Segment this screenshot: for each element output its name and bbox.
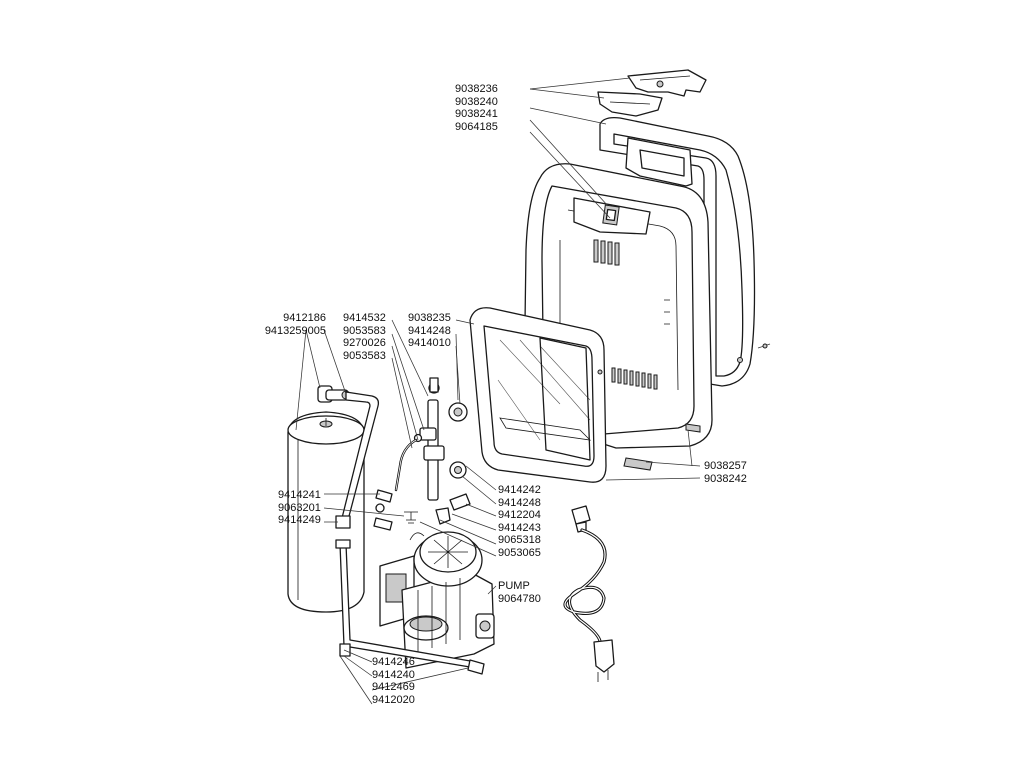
label-group-right: 9038257 9038242 <box>704 460 747 485</box>
part-number-9065318: 9065318 <box>498 534 541 547</box>
part-number-9414532: 9414532 <box>343 312 386 324</box>
part-number-9053065: 9053065 <box>498 546 541 559</box>
rear-housing-shell <box>599 116 771 387</box>
label-group-bottom: 9414246 9414240 9412469 9412020 <box>372 656 415 706</box>
part-number-9414241: 9414241 <box>278 489 321 501</box>
handle-clip-lower <box>597 91 663 117</box>
pump-motor <box>379 531 495 669</box>
part-number-9270026: 9270026 <box>343 337 386 350</box>
part-number-9414248-a: 9414248 <box>408 324 451 337</box>
label-group-tank: 9412186 9413259005 <box>262 312 326 337</box>
part-number-9038240: 9038240 <box>455 95 498 108</box>
label-group-frame: 9038235 9414248 9414010 <box>408 312 451 350</box>
part-number-9414249: 9414249 <box>278 514 321 527</box>
power-cord <box>563 505 615 682</box>
front-frame-window <box>469 307 607 483</box>
part-number-9053583-a: 9053583 <box>343 324 386 337</box>
part-number-9064185: 9064185 <box>455 120 498 133</box>
part-number-9063201: 9063201 <box>278 501 321 514</box>
label-group-pump: PUMP 9064780 <box>498 580 541 605</box>
small-fittings <box>335 489 418 531</box>
part-number-9414248-b: 9414248 <box>498 496 541 509</box>
part-number-9414240: 9414240 <box>372 668 415 681</box>
part-number-9412469: 9412469 <box>372 681 415 694</box>
part-number-9038242: 9038242 <box>704 472 747 485</box>
part-number-9038236: 9038236 <box>455 83 498 95</box>
label-group-fittings: 9414242 9414248 9412204 9414243 9065318 … <box>498 484 541 560</box>
part-number-9414243: 9414243 <box>498 521 541 534</box>
part-number-9414010: 9414010 <box>408 337 451 350</box>
label-group-top: 9038236 9038240 9038241 9064185 <box>455 83 498 133</box>
part-number-9414242: 9414242 <box>498 484 541 496</box>
label-group-left: 9414241 9063201 9414249 <box>278 489 321 527</box>
part-number-9053583-b: 9053583 <box>343 349 386 362</box>
part-number-9412020: 9412020 <box>372 693 415 706</box>
label-group-valve: 9414532 9053583 9270026 9053583 <box>343 312 386 362</box>
part-number-9412186: 9412186 <box>283 312 326 324</box>
leader-lines <box>295 77 701 705</box>
part-number-9038241: 9038241 <box>455 108 498 121</box>
lower-vents <box>611 367 658 390</box>
lower-pipe <box>335 539 485 675</box>
part-number-9038235: 9038235 <box>408 312 451 324</box>
part-number-9038257: 9038257 <box>704 460 747 472</box>
part-number-9412204: 9412204 <box>498 509 541 522</box>
tank-fitting <box>317 385 351 403</box>
part-number-9064780: 9064780 <box>498 592 541 605</box>
upper-vents <box>593 239 620 266</box>
handle-clip-upper <box>627 69 707 97</box>
pump-label: PUMP <box>498 580 530 592</box>
part-number-9414246: 9414246 <box>372 656 415 668</box>
part-number-9413259005: 9413259005 <box>264 324 326 337</box>
valve-assembly <box>413 377 471 525</box>
